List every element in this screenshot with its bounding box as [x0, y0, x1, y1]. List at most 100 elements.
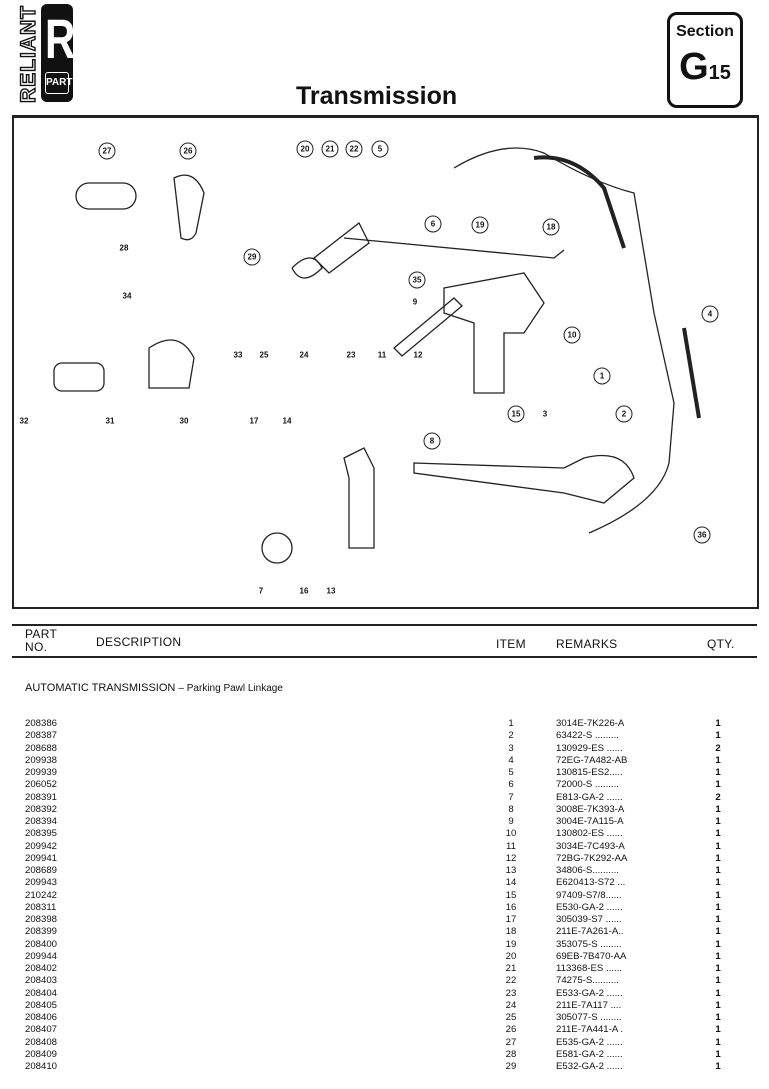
quantity: 1: [715, 1024, 721, 1036]
quantity: 1: [715, 852, 721, 864]
item-number: 12: [505, 852, 517, 864]
table-row: 208405Lever, parking pawl toggle operati…: [0, 1000, 769, 1012]
table-row: 209943Nut, selector lever to shaft .....…: [0, 877, 769, 889]
quantity: 1: [715, 987, 721, 999]
table-row: 208398Pin, collar to shaft .............…: [0, 914, 769, 926]
quantity: 1: [715, 889, 721, 901]
callout-10: 10: [563, 326, 581, 344]
remarks: 353075-S ........: [556, 938, 622, 950]
remarks: 113368-ES ......: [556, 963, 622, 974]
table-row: 208403Retainer, parking pawl torsion spr…: [0, 975, 769, 987]
lever-part: [313, 222, 370, 274]
part-number: 208410: [25, 1061, 58, 1072]
callout-27: 27: [98, 142, 116, 160]
quantity: 1: [715, 1036, 721, 1048]
quantity: 1: [715, 1061, 721, 1072]
quantity: 1: [715, 1048, 721, 1060]
col-header-description: DESCRIPTION: [96, 635, 182, 649]
callout-18: 18: [542, 218, 560, 236]
group-title: AUTOMATIC TRANSMISSION: [25, 682, 176, 694]
table-row: 208402Washer, torsion lever ............…: [0, 963, 769, 975]
col-header-item: ITEM: [496, 637, 526, 651]
item-number: 9: [508, 816, 514, 827]
quantity: 1: [715, 926, 721, 938]
remarks: 211E-7A261-A..: [556, 926, 624, 938]
quantity: 1: [715, 938, 721, 950]
group-subtitle: – Parking Pawl Linkage: [178, 683, 283, 694]
logo-part-label: PART: [45, 72, 72, 94]
item-number: 17: [505, 914, 517, 925]
remarks: E535-GA-2 ......: [556, 1036, 623, 1048]
remarks: E620413-S72 ...: [556, 877, 626, 889]
table-row: 208406Pin, parking pawl toggle lever loc…: [0, 1012, 769, 1024]
quantity: 1: [715, 718, 721, 729]
kickdown-cable: [453, 147, 675, 534]
logo-badge: R PART: [41, 4, 75, 102]
table-row: 208400Ball, manual valve detent to lever…: [0, 939, 769, 951]
part-no-label-1: PART: [25, 627, 58, 641]
callout-17: 17: [249, 416, 259, 426]
quantity: 1: [715, 779, 721, 791]
section-number: 15: [708, 62, 731, 84]
quantity: 1: [715, 828, 721, 840]
part-number: 210242: [25, 889, 58, 901]
part-number: 208407: [25, 1024, 58, 1036]
table-row: 209944Lever, parking pawl torsion spring…: [0, 951, 769, 963]
quantity: 1: [715, 877, 721, 889]
quantity: 2: [715, 791, 721, 803]
table-row: 208407Pawl, parking ....................…: [0, 1024, 769, 1036]
part-number: 208404: [25, 987, 58, 999]
item-number: 8: [508, 803, 514, 815]
part-number: 208406: [25, 1012, 58, 1023]
callout-14: 14: [282, 416, 292, 426]
callout-32: 32: [19, 416, 29, 426]
page-title: Transmission: [296, 82, 458, 110]
remarks: 130929-ES ......: [556, 742, 623, 754]
logo-word-text: RELIANT: [16, 4, 40, 103]
part-number: 208392: [25, 803, 58, 815]
quantity: 1: [715, 950, 721, 962]
quantity: 1: [715, 865, 721, 876]
item-number: 4: [508, 754, 514, 766]
item-number: 11: [506, 840, 516, 852]
callout-13: 13: [326, 586, 336, 596]
section-letter: G: [679, 46, 709, 88]
cam-part: [413, 454, 635, 504]
part-number: 208688: [25, 742, 58, 754]
part-number: 208398: [25, 914, 58, 925]
item-number: 25: [505, 1012, 517, 1023]
remarks: 3014E-7K226-A: [556, 718, 625, 729]
callout-25: 25: [259, 350, 269, 360]
remarks: 211E-7A117 ....: [556, 999, 622, 1011]
part-number: 209943: [25, 877, 58, 889]
table-header-bottom-rule: [12, 656, 757, 658]
table-row: 209942Lever, selector cable and shaft as…: [0, 841, 769, 853]
callout-34: 34: [122, 291, 132, 301]
quantity: 1: [715, 840, 721, 852]
table-row: 208394Lever, manual control valve detent…: [0, 816, 769, 828]
table-row: 208391Seal, control shaft oil ..........…: [0, 792, 769, 804]
quantity: 2: [715, 742, 721, 754]
remarks: 69EB-7B470-AA: [556, 950, 627, 962]
item-number: 27: [505, 1036, 517, 1048]
remarks: 72BG-7K292-AA: [556, 852, 628, 864]
item-number: 6: [508, 779, 514, 791]
remarks: 72EG-7A482-AB: [556, 754, 628, 766]
section-label: Section: [676, 23, 734, 40]
col-header-remarks: REMARKS: [556, 637, 618, 651]
item-number: 26: [505, 1024, 517, 1036]
remarks: 305077-S ........: [556, 1012, 622, 1023]
remarks: 63422-S .........: [556, 730, 619, 742]
remarks: 74275-S..........: [556, 975, 619, 987]
seal-part: [261, 532, 293, 564]
item-number: 29: [505, 1061, 517, 1072]
section-badge: Section G15: [667, 12, 743, 108]
pawl-part: [173, 174, 205, 241]
table-row: 208392Spring, manual shift bias ........…: [0, 804, 769, 816]
detent-lever-part: [443, 272, 545, 394]
pin-part: [75, 182, 137, 210]
callout-12: 12: [413, 350, 423, 360]
callout-31: 31: [105, 416, 115, 426]
remarks: 3004E-7A115-A: [556, 816, 624, 827]
